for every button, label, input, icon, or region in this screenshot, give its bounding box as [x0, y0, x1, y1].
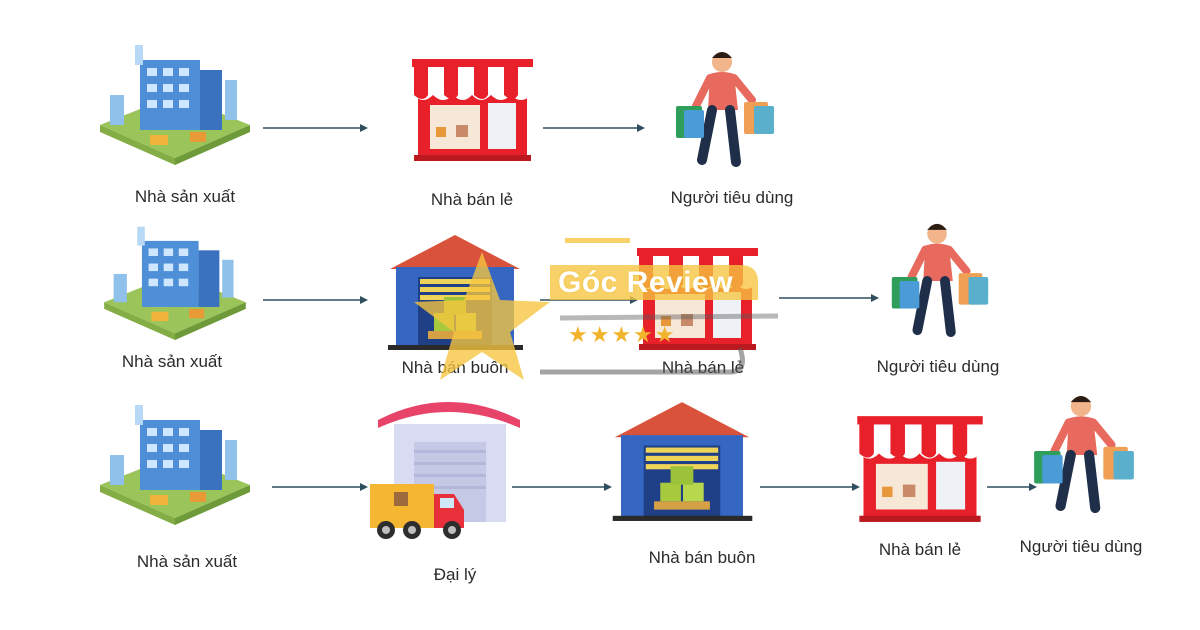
star-logo-icon [414, 238, 779, 380]
factory-icon [100, 45, 250, 165]
row3-retailer-label: Nhà bán lẻ [878, 540, 962, 559]
row1-factory [95, 40, 265, 210]
retail-store-icon [857, 416, 983, 522]
warehouse-icon [612, 402, 753, 521]
row1-retailer [410, 55, 580, 165]
row3-retailer [855, 412, 1025, 527]
row1-retailer-label: Nhà bán lẻ [430, 190, 514, 209]
row2-arrow-3 [779, 292, 879, 304]
row1-arrow-2 [543, 122, 645, 134]
shopper-icon [1034, 395, 1134, 514]
row3-consumer [1028, 388, 1198, 523]
row3-arrow-3 [760, 481, 860, 493]
row2-arrow-1 [263, 294, 368, 306]
row1-factory-label: Nhà sản xuất [134, 187, 236, 206]
row3-factory-label: Nhà sản xuất [136, 552, 238, 571]
retail-store-icon [412, 59, 533, 161]
row3-wholesaler [605, 400, 775, 525]
factory-icon [100, 405, 250, 525]
row1-consumer-label: Người tiêu dùng [670, 188, 794, 207]
row3-agent [368, 392, 538, 552]
shopper-icon [891, 223, 989, 338]
factory-icon [104, 226, 246, 340]
row2-factory [95, 222, 265, 352]
row3-consumer-label: Người tiêu dùng [1019, 537, 1143, 556]
row1-consumer [670, 48, 840, 173]
row3-arrow-4 [987, 481, 1037, 493]
shopper-icon [676, 52, 774, 167]
row2-consumer-label: Người tiêu dùng [876, 357, 1000, 376]
row3-arrow-2 [512, 481, 612, 493]
row1-arrow-1 [263, 122, 368, 134]
row2-factory-label: Nhà sản xuất [121, 352, 223, 371]
row3-arrow-1 [272, 481, 368, 493]
watermark-text: Góc Review [558, 266, 734, 299]
row3-factory [95, 400, 265, 535]
watermark-stars: ★★★★★ [568, 322, 677, 347]
goc-review-watermark: Góc Review ★★★★★ [400, 230, 800, 390]
row2-consumer [885, 220, 1055, 345]
row3-agent-label: Đại lý [433, 565, 477, 584]
row3-wholesaler-label: Nhà bán buôn [648, 548, 756, 567]
agent-truck-icon [370, 402, 520, 539]
